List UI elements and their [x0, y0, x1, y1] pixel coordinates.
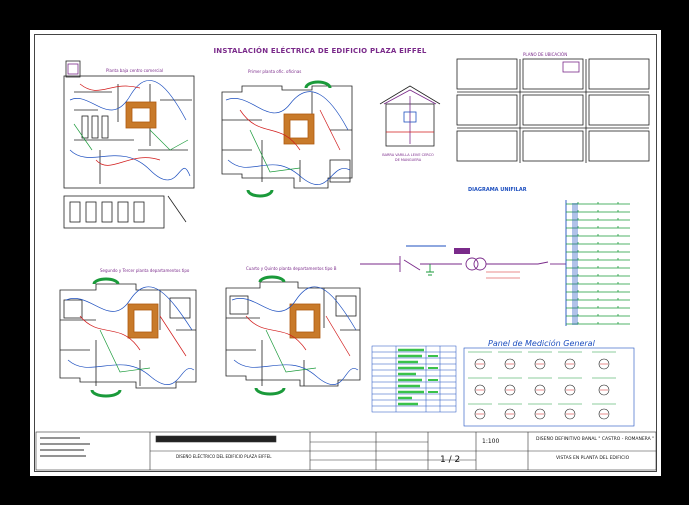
plan-label-second: Segundo y Tercer planta departamentos ti…	[100, 268, 190, 273]
location-plan	[456, 58, 650, 163]
wiring-first	[225, 91, 351, 185]
wiring-fourth	[231, 286, 359, 385]
plan-label-first: Primer planta ofic. oficinas	[248, 69, 302, 74]
location-plan-label: PLANO DE UBICACIÓN	[523, 52, 568, 57]
drawing-frame	[34, 34, 657, 472]
feeder-branches	[566, 202, 630, 326]
floor-plan-ground	[63, 60, 195, 229]
panel-title: Panel de Medición General	[488, 339, 595, 348]
plan-label-fourth: Cuarto y Quinto planta departamentos tip…	[246, 266, 337, 271]
drawing-title: INSTALACIÓN ELÉCTRICA DE EDIFICIO PLAZA …	[213, 47, 427, 55]
title-block-scale: 1:100	[482, 438, 500, 445]
wiring-second	[65, 286, 195, 385]
grounding-detail	[379, 85, 441, 147]
meter-panel	[463, 347, 635, 427]
single-line-title: DIAGRAMA UNIFILAR	[468, 187, 527, 193]
plan-label-ground: Planta baja centro comercial	[106, 68, 164, 73]
detail-caption: BARRA VARILLA LEIVE CERCO DE MANGUERA	[382, 153, 434, 162]
load-table	[371, 345, 457, 413]
title-block-university: DISEÑO DEFINITIVO BANAL " CASTRO - ROMAN…	[536, 437, 655, 442]
title-block-project: DISEÑO ELÉCTRICO DEL EDIFICIO PLAZA EIFF…	[176, 454, 272, 459]
title-block	[35, 431, 657, 471]
title-block-sheet: 1 / 2	[440, 455, 461, 465]
title-block-sheet-title: VISTAS EN PLANTA DEL EDIFICIO	[556, 456, 630, 461]
wiring-ground	[69, 80, 191, 181]
floor-plan-fourth	[225, 275, 361, 396]
floor-plan-second	[59, 277, 197, 398]
floor-plan-first	[221, 80, 353, 198]
single-line-diagram	[360, 200, 567, 326]
